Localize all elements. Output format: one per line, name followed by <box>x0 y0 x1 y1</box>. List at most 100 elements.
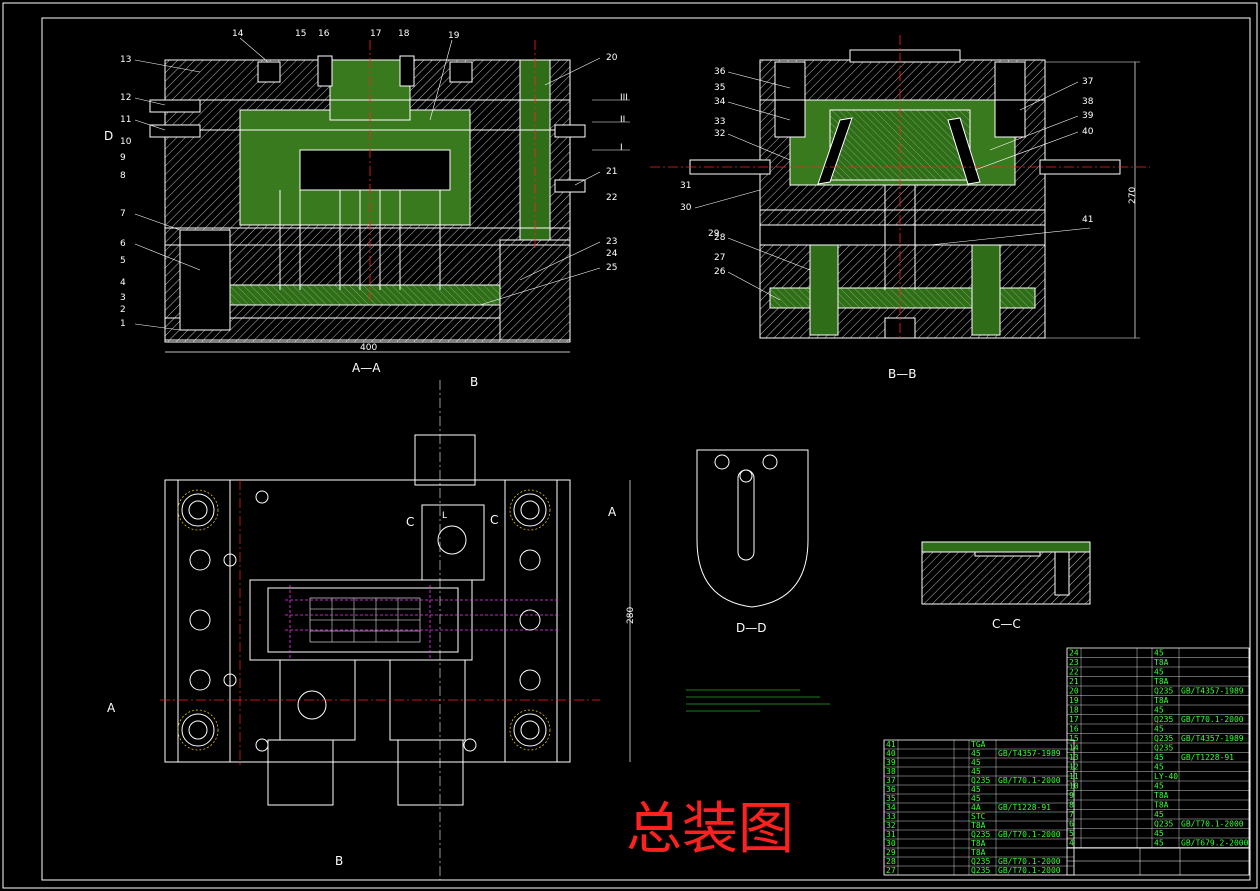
drawing-title: 总装图 <box>626 797 794 862</box>
callout-30: 30 <box>680 203 692 213</box>
view-mark-b-bottom: B <box>335 854 343 868</box>
callout-33: 33 <box>714 117 725 127</box>
bom-right-cell: T8A <box>1154 677 1169 686</box>
bom-right-cell: 7 <box>1069 810 1074 819</box>
callouts-right-bb: 37 38 39 40 41 <box>1082 77 1094 225</box>
bom-right-cell: 11 <box>1069 772 1079 781</box>
dimension-width-aa: 400 <box>360 343 377 353</box>
section-label-aa: A—A <box>352 361 381 375</box>
bom-right-cell: T8A <box>1154 658 1169 667</box>
bom-left-cell: 41 <box>886 740 896 749</box>
section-bb-view <box>650 35 1150 340</box>
bom-right-cell: 22 <box>1069 668 1079 677</box>
bom-right-cell: 19 <box>1069 696 1079 705</box>
bom-left-cell: 45 <box>971 767 981 776</box>
bom-right-cell: 45 <box>1154 706 1164 715</box>
bom-left-cell: T8A <box>971 848 986 857</box>
callout-39: 39 <box>1082 111 1094 121</box>
bom-left-cell: 45 <box>971 785 981 794</box>
bom-left-cell: T8A <box>971 839 986 848</box>
view-mark-a-right: A <box>608 505 617 519</box>
callout-35: 35 <box>714 83 725 93</box>
callout-20: 20 <box>606 53 618 63</box>
bom-left-cell: 45 <box>971 794 981 803</box>
bom-left-cell: 36 <box>886 785 896 794</box>
callout-23: 23 <box>606 237 617 247</box>
callout-34: 34 <box>714 97 726 107</box>
bom-left-cell: GB/T70.1-2000 <box>998 857 1061 866</box>
bom-right-cell: 45 <box>1154 763 1164 772</box>
inner-border <box>41 17 1251 881</box>
bom-right-cell: GB/T4357-1989 <box>1181 734 1244 743</box>
callout-19: 19 <box>448 31 460 41</box>
bom-right-cell: 12 <box>1069 763 1079 772</box>
bom-left-cell: 45 <box>971 758 981 767</box>
section-cc-view <box>921 541 1091 605</box>
bom-left-cell: 29 <box>886 848 896 857</box>
bom-left-cell: T8A <box>971 821 986 830</box>
bom-left-cell: 32 <box>886 821 896 830</box>
bom-right-cell: 18 <box>1069 706 1079 715</box>
bom-left-cell: GB/T1228-91 <box>998 803 1051 812</box>
bom-right-cell: 8 <box>1069 801 1074 810</box>
callout-41: 41 <box>1082 215 1093 225</box>
bom-left-cell: 40 <box>886 749 896 758</box>
view-mark-c-left: C <box>406 515 414 529</box>
bom-right-cell: 45 <box>1154 753 1164 762</box>
leader-lines-bb <box>694 71 1091 301</box>
callout-31: 31 <box>680 181 691 191</box>
callout-8: 8 <box>120 171 126 181</box>
view-mark-a-left: A <box>107 701 116 715</box>
title-block <box>1066 847 1250 876</box>
callout-12: 12 <box>120 93 131 103</box>
bom-right-cell: GB/T1228-91 <box>1181 753 1234 762</box>
bom-right-cell: Q235 <box>1154 820 1173 829</box>
bom-left-cell: GB/T70.1-2000 <box>998 776 1061 785</box>
bom-right-cell: 45 <box>1154 725 1164 734</box>
bom-left-cell: 38 <box>886 767 896 776</box>
bom-left-cell: TGA <box>971 740 986 749</box>
bom-right-cell: Q235 <box>1154 715 1173 724</box>
bom-right-cell: 21 <box>1069 677 1079 686</box>
bom-right-cell: GB/T70.1-2000 <box>1181 820 1244 829</box>
section-label-bb: B—B <box>888 367 916 381</box>
section-aa-view <box>149 40 586 353</box>
bom-right-cell: 9 <box>1069 791 1074 800</box>
bom-right-cell: 14 <box>1069 744 1079 753</box>
callout-14: 14 <box>232 29 244 39</box>
bom-right-cell: 45 <box>1154 668 1164 677</box>
bom-left-cell: 27 <box>886 866 896 875</box>
callout-5: 5 <box>120 256 126 266</box>
callout-15: 15 <box>295 29 306 39</box>
bom-right-cell: 24 <box>1069 649 1079 658</box>
bom-left-cell: Q235 <box>971 857 990 866</box>
bom-left-cell: 35 <box>886 794 896 803</box>
callout-11: 11 <box>120 115 131 125</box>
view-mark-b-top: B <box>470 375 478 389</box>
bom-left-cell: 33 <box>886 812 896 821</box>
bom-right-cell: LY-40 <box>1154 772 1178 781</box>
callout-6: 6 <box>120 239 126 249</box>
callout-9: 9 <box>120 153 126 163</box>
bom-right-cell: 17 <box>1069 715 1079 724</box>
view-mark-c-right: C <box>490 513 498 527</box>
bom-left-cell: Q235 <box>971 866 990 875</box>
view-mark-II: II <box>620 115 625 125</box>
callout-1: 1 <box>120 319 126 329</box>
bom-right-cell: GB/T4357-1989 <box>1181 687 1244 696</box>
bom-left-cell: GB/T70.1-2000 <box>998 830 1061 839</box>
bom-right-cell: 15 <box>1069 734 1079 743</box>
bom-right-cell: 10 <box>1069 782 1079 791</box>
callouts-right-aa: 20 21 22 23 24 25 III II I <box>606 53 628 273</box>
bom-right-cell: Q235 <box>1154 687 1173 696</box>
technical-notes <box>686 689 830 712</box>
callout-18: 18 <box>398 29 410 39</box>
callout-40: 40 <box>1082 127 1094 137</box>
bom-right-cell: 45 <box>1154 782 1164 791</box>
bom-right-cell: 45 <box>1154 839 1164 848</box>
bom-right-cell: 4 <box>1069 839 1074 848</box>
callouts-top-aa: 14 15 16 17 18 19 <box>232 29 460 41</box>
callout-3: 3 <box>120 293 126 303</box>
